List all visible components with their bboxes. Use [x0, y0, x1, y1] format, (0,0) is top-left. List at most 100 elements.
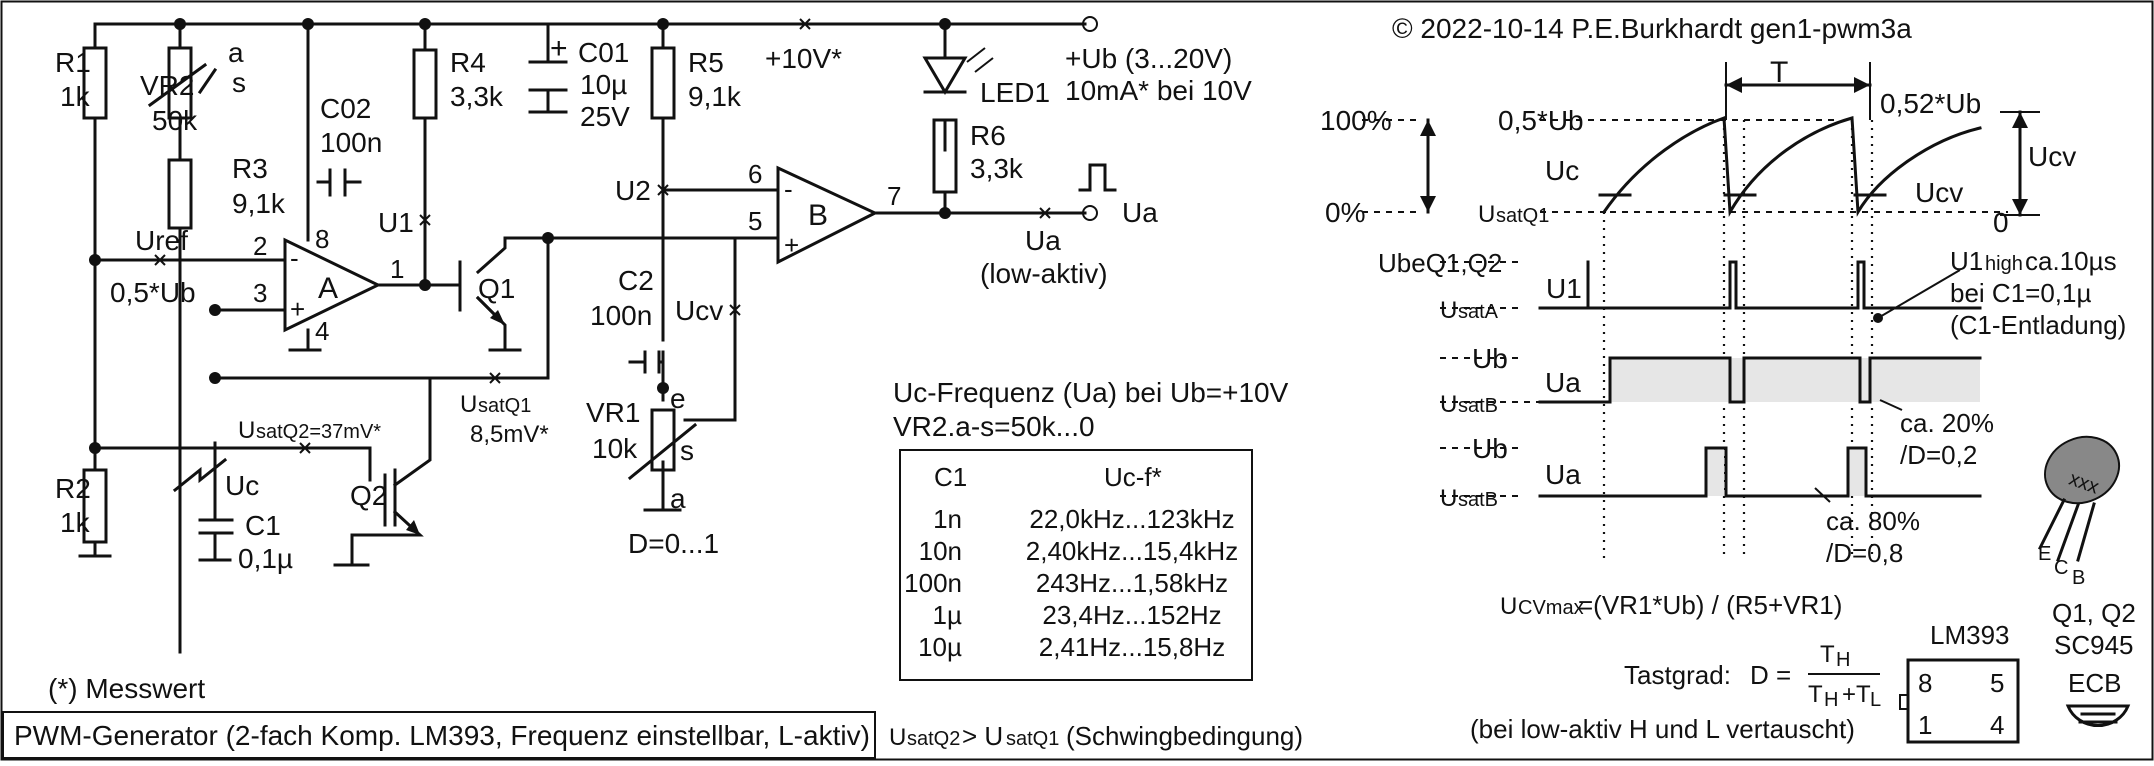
u1-node-label: U1 [378, 207, 414, 238]
ua1-shade [1610, 358, 1980, 402]
ub-terminal [1082, 16, 1098, 32]
transistor-pin-b: B [2072, 567, 2085, 589]
opamp-a-name: A [318, 272, 338, 305]
c01-label: C01 [578, 37, 629, 68]
r2-label: R2 [55, 473, 91, 504]
freq-row-c1: 10µ [918, 632, 962, 662]
oscillation-condition-u: U [889, 724, 906, 751]
vr2-pin-s: s [232, 67, 246, 98]
q2-symbol [383, 473, 420, 535]
usatq1-timing-u: U [1478, 201, 1495, 228]
u1-waveform [1538, 260, 1982, 310]
ucv-right-label: Ucv [2028, 141, 2076, 172]
uc-waveform [1601, 115, 1982, 218]
usatq1-value: 8,5mV* [470, 421, 549, 448]
r5-label: R5 [688, 47, 724, 78]
opamp-b-symbol [776, 165, 879, 265]
opamp-b-pin-5: 5 [748, 206, 762, 236]
lm393-label: LM393 [1930, 620, 2010, 650]
uc-timing-label: Uc [1545, 155, 1579, 186]
u1high-sub: high [1985, 253, 2023, 275]
transistor-name: Q1, Q2 [2052, 598, 2136, 628]
period-arrowheads [1726, 77, 1870, 93]
usatq2-label-sub: satQ2=37mV* [256, 421, 381, 443]
d20-leader [1879, 399, 1903, 411]
swap-note: (bei low-aktiv H und L vertauscht) [1470, 714, 1855, 744]
freq-row-f: 23,4Hz...152Hz [1042, 600, 1221, 630]
r6-label: R6 [970, 120, 1006, 151]
opamp-a-minus: - [290, 243, 299, 273]
uref-label: Uref [135, 225, 188, 256]
duty-eq: D = [1750, 660, 1791, 690]
ua2-shade-2 [1848, 448, 1866, 496]
capacitors [198, 60, 665, 535]
title-box-frame [2, 711, 876, 759]
usatq1-label-u: U [460, 391, 477, 418]
ua1-waveform [1538, 356, 1982, 404]
oscillation-condition-sub2: satQ1 [1006, 728, 1059, 750]
c01-value: 10µ [580, 69, 627, 100]
u2-node-label: U2 [615, 175, 651, 206]
usatb1-u: U [1440, 391, 1457, 418]
half-ub-timing-label: 0,5*Ub [1498, 105, 1584, 136]
c2-value: 100n [590, 300, 652, 331]
ubeq-label: UbeQ1,Q2 [1378, 248, 1502, 278]
opamp-a-symbol [283, 237, 382, 333]
c1-value: 0,1µ [238, 543, 293, 574]
vr2-arrow [147, 62, 208, 108]
ucvmax-sub: CVmax [1518, 597, 1584, 619]
c02-label: C02 [320, 93, 371, 124]
transistor-pin-e: E [2038, 543, 2051, 565]
transistor-type: SC945 [2054, 630, 2134, 660]
duty-range-label: D=0...1 [628, 528, 719, 559]
transistor-pictogram: xxx [2037, 435, 2120, 562]
d20-label-2: /D=0,2 [1900, 440, 1977, 470]
wiring [93, 22, 1087, 654]
q1-symbol [458, 260, 505, 325]
duty-num-t: T [1820, 641, 1835, 668]
usata-u: U [1440, 297, 1457, 324]
opamp-a-pin-8: 8 [315, 224, 329, 254]
ua2-shade-1 [1706, 448, 1724, 496]
pct100-label: 100% [1320, 105, 1392, 136]
opamp-b-pin-7: 7 [887, 181, 901, 211]
q2-label: Q2 [350, 480, 387, 511]
d80-leader [1814, 487, 1831, 503]
led1-label: LED1 [980, 77, 1050, 108]
r5-value: 9,1k [688, 81, 742, 112]
ua2-waveform [1538, 446, 1982, 498]
lm393-pin5: 5 [1990, 668, 2004, 698]
footnote: (*) Messwert [48, 673, 205, 704]
ucv-node-label: Ucv [675, 295, 723, 326]
vr2-value: 50k [152, 105, 198, 136]
opamp-b-minus: - [784, 174, 793, 204]
opamp-a-pin-3: 3 [253, 278, 267, 308]
uc-arrow [172, 457, 228, 493]
usatq1-label-sub: satQ1 [478, 395, 531, 417]
oscillation-condition-rest: (Schwingbedingung) [1066, 721, 1303, 751]
vr1-pin-e: e [670, 383, 686, 414]
usatq1-timing-sub: satQ1 [1496, 205, 1549, 227]
vr1-label: VR1 [586, 397, 640, 428]
vr1-value: 10k [592, 433, 638, 464]
uc-node-label: Uc [225, 470, 259, 501]
c01-plus: + [550, 32, 568, 65]
lm393-notch [1899, 694, 1909, 710]
oscillation-condition-sub: satQ2 [907, 728, 960, 750]
r4-label: R4 [450, 47, 486, 78]
opamp-b-pin-6: 6 [748, 159, 762, 189]
ecb-label: ECB [2068, 668, 2121, 698]
resistors [82, 46, 958, 544]
c01-voltage: 25V [580, 101, 630, 132]
ub2-label: Ub [1472, 433, 1508, 464]
u1high-u1: U1 [1950, 246, 1983, 276]
copyright: © 2022-10-14 P.E.Burkhardt gen1-pwm3a [1392, 13, 1912, 44]
freq-heading-2: VR2.a-s=50k...0 [893, 411, 1095, 442]
u1high-dot [1873, 313, 1883, 323]
ub-current-label: 10mA* bei 10V [1065, 75, 1252, 106]
period-ticks [1725, 62, 1871, 120]
supply-node-label: +10V* [765, 43, 842, 74]
